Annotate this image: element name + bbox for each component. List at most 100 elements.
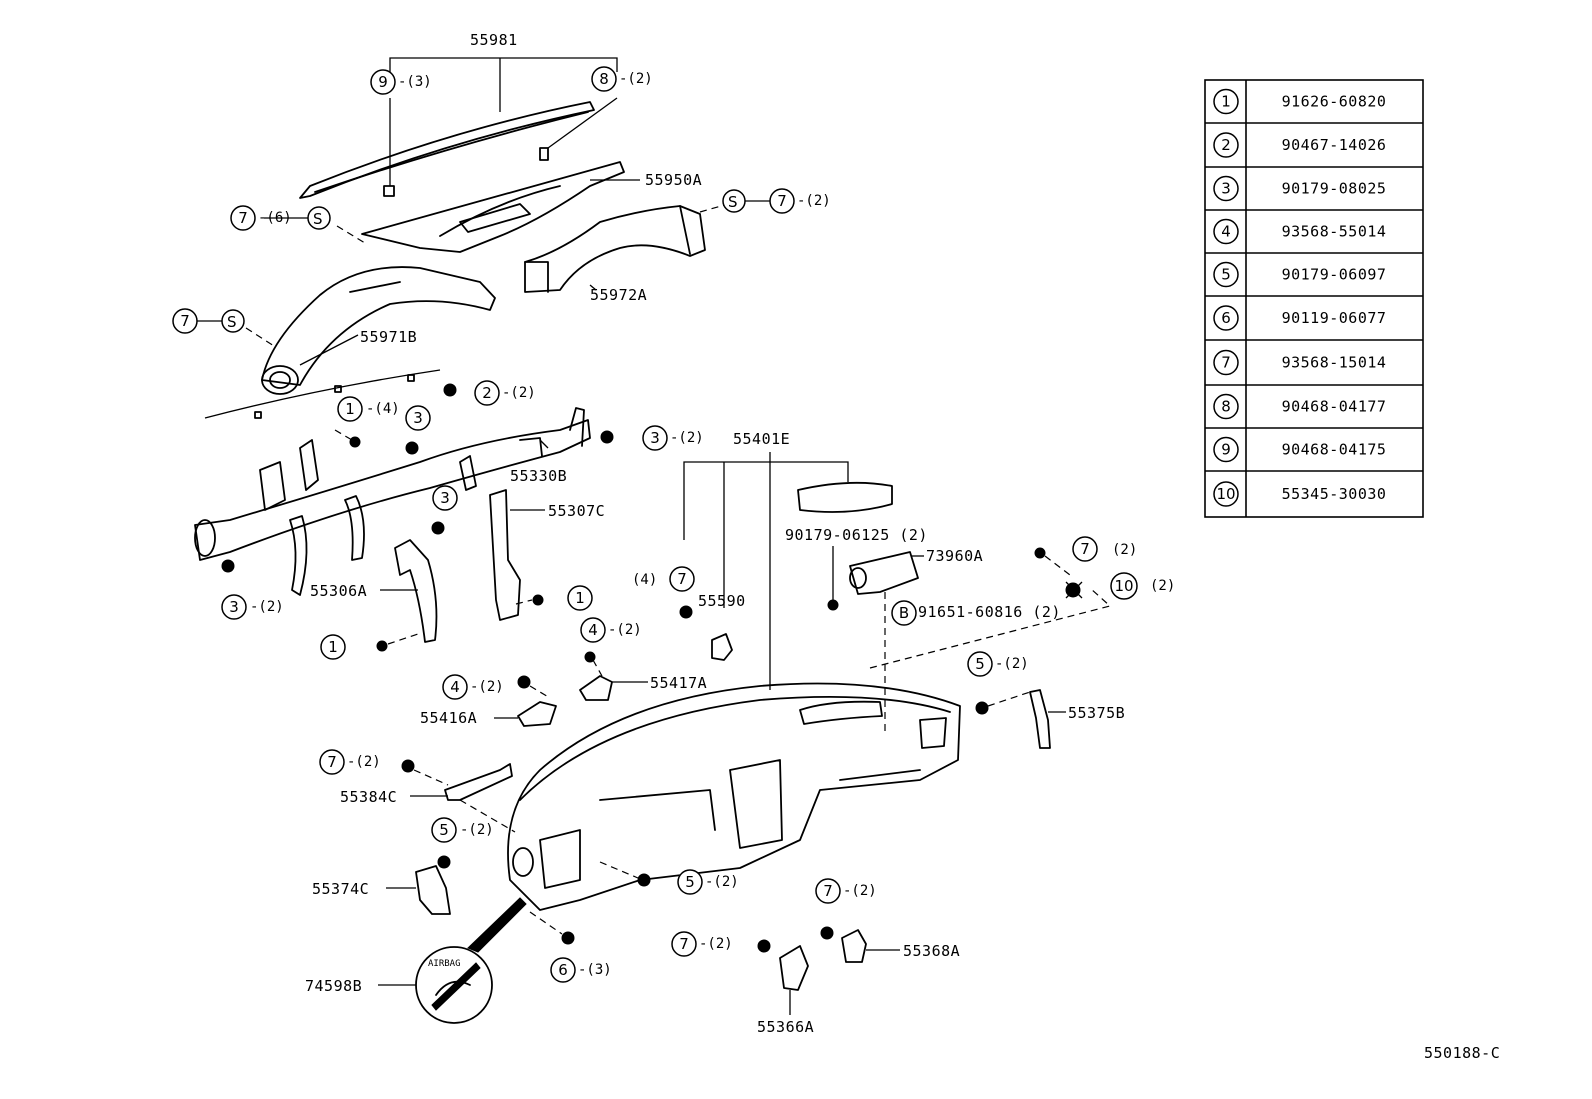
callout-quantity: -(2) — [843, 883, 877, 899]
callout-c7-384[interactable]: 7-(2) — [319, 749, 381, 775]
callout-circle — [474, 380, 500, 406]
callout-c5-b[interactable]: 5-(2) — [431, 817, 494, 843]
bracket-55590-shape — [711, 633, 733, 661]
callout-c10[interactable]: 10(2) — [1110, 572, 1175, 600]
label-55972A[interactable]: 55972A — [590, 286, 647, 304]
label-55981[interactable]: 55981 — [470, 31, 518, 49]
table-row-part-number[interactable]: 93568-55014 — [1282, 223, 1387, 241]
callout-c3-b[interactable]: 3 -(2) — [642, 425, 704, 451]
callout-number: B — [899, 604, 909, 622]
table-row-part-number[interactable]: 90179-08025 — [1282, 180, 1387, 198]
table-row-number: 7 — [1221, 354, 1231, 372]
table-row-part-number[interactable]: 90468-04175 — [1282, 441, 1387, 459]
callout-c3-a[interactable]: 3 — [405, 405, 431, 431]
label-74598B[interactable]: 74598B — [305, 977, 362, 995]
brackets-group: 55590 55417A 55416A 55375B 55384C 55374C — [305, 592, 1125, 1036]
label-55307C[interactable]: 55307C — [548, 502, 605, 520]
label-55384C[interactable]: 55384C — [340, 788, 397, 806]
table-row-part-number[interactable]: 93568-15014 — [1282, 354, 1387, 372]
table-row-part-number[interactable]: 55345-30030 — [1282, 485, 1387, 503]
callout-circle — [319, 749, 345, 775]
side-duct-55972A-shape — [524, 205, 706, 293]
callout-c1-a[interactable]: 1-(4) — [337, 396, 400, 422]
callout-c1-c[interactable]: 1 — [320, 634, 346, 660]
cover-pad-shape — [797, 481, 893, 513]
label-55375B[interactable]: 55375B — [1068, 704, 1125, 722]
defroster-duct-55950A-shape — [361, 161, 625, 253]
instrument-panel-group: 55401E — [507, 430, 961, 911]
callout-c4-b[interactable]: 4-(2) — [442, 674, 504, 700]
label-55401E[interactable]: 55401E — [733, 430, 790, 448]
table-row-number-circle — [1213, 436, 1239, 463]
table-row-number-circle — [1213, 261, 1239, 288]
label-55416A[interactable]: 55416A — [420, 709, 477, 727]
callout-quantity: -(2) — [797, 193, 831, 209]
label-55590[interactable]: 55590 — [698, 592, 746, 610]
table-row-part-number[interactable]: 91626-60820 — [1282, 93, 1387, 111]
callout-c4-a[interactable]: 4 -(2) — [580, 617, 642, 643]
callout-circle — [550, 957, 576, 983]
callout-c3-d[interactable]: 3-(2) — [221, 594, 284, 620]
label-55971B[interactable]: 55971B — [360, 328, 417, 346]
label-73960A[interactable]: 73960A — [926, 547, 983, 565]
callout-c7-368[interactable]: 7-(2) — [815, 878, 877, 904]
bracket-55417A-shape — [579, 675, 613, 701]
callout-c2[interactable]: 2-(2) — [474, 380, 536, 406]
label-55330B[interactable]: 55330B — [510, 467, 567, 485]
table-row-part-number[interactable]: 90179-06097 — [1282, 266, 1387, 284]
table-row: 2 90467-14026 — [1205, 122, 1423, 158]
airbag-module-shape — [849, 551, 919, 595]
table-row-part-number[interactable]: 90119-06077 — [1282, 309, 1387, 327]
callout-quantity: -(4) — [366, 401, 400, 417]
label-55306A[interactable]: 55306A — [310, 582, 367, 600]
callout-c7-55590[interactable]: 7(4) — [632, 566, 695, 592]
callout-quantity: -(2) — [995, 656, 1029, 672]
callout-c7-366[interactable]: 7-(2) — [671, 931, 733, 957]
label-55366A[interactable]: 55366A — [757, 1018, 814, 1036]
label-55417A[interactable]: 55417A — [650, 674, 707, 692]
callout-c7-right-s[interactable]: 7-(2) — [769, 188, 831, 214]
callout-cB[interactable]: B — [891, 600, 917, 626]
label-90179-06125[interactable]: 90179-06125 (2) — [785, 526, 928, 544]
callout-circle — [370, 69, 396, 95]
bracket-55368A-shape — [841, 929, 867, 963]
callout-number: 10 — [1114, 577, 1133, 595]
callout-c7-duct[interactable]: 7 — [172, 308, 198, 334]
callout-number: 7 — [679, 935, 689, 953]
callout-number: 7 — [327, 753, 337, 771]
label-55368A[interactable]: 55368A — [903, 942, 960, 960]
callout-number: 6 — [558, 961, 568, 979]
callout-c7-airbag[interactable]: 7(2) — [1072, 536, 1137, 562]
callout-number: 3 — [650, 429, 660, 447]
callout-c8-top[interactable]: 8-(2) — [591, 66, 653, 92]
callout-number: 4 — [588, 621, 598, 639]
table-row-number: 2 — [1221, 136, 1231, 154]
callout-c5-c[interactable]: 5-(2) — [677, 869, 739, 895]
table-row-part-number[interactable]: 90468-04177 — [1282, 398, 1387, 416]
callout-c6[interactable]: 6-(3) — [550, 957, 612, 983]
callout-c9-top[interactable]: 9-(3) — [370, 69, 432, 95]
callout-number: 5 — [975, 655, 985, 673]
callout-quantity: -(2) — [608, 622, 642, 638]
callout-c5-a[interactable]: 5 -(2) — [967, 651, 1029, 677]
label-55374C[interactable]: 55374C — [312, 880, 369, 898]
diagram-id: 550188-C — [1424, 1044, 1500, 1062]
bracket-55375B-shape — [1029, 689, 1051, 749]
label-55950A[interactable]: 55950A — [645, 171, 702, 189]
callout-circle — [1072, 536, 1098, 562]
table-row-number: 5 — [1221, 266, 1231, 284]
s-mark-duct: S — [227, 313, 237, 331]
table-row-number: 8 — [1221, 398, 1231, 416]
callout-number: 1 — [575, 589, 585, 607]
callout-c3-c[interactable]: 3 — [432, 485, 458, 511]
table-row-part-number[interactable]: 90467-14026 — [1282, 136, 1387, 154]
nut-3-shape — [405, 441, 419, 455]
table-row-number: 6 — [1221, 309, 1231, 327]
callout-c1-b[interactable]: 1 — [567, 585, 593, 611]
callout-circle — [815, 878, 841, 904]
callout-quantity: -(2) — [670, 430, 704, 446]
label-91651-60816[interactable]: 91651-60816 (2) — [918, 603, 1061, 621]
clip-8-shape — [539, 147, 549, 161]
